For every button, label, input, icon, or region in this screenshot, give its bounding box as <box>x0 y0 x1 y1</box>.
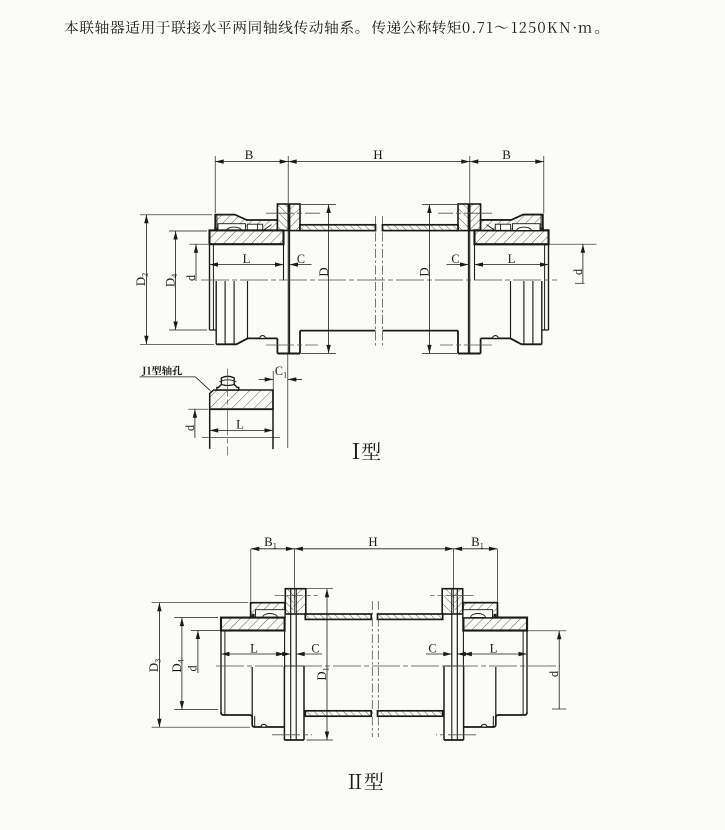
svg-text:d: d <box>547 671 561 677</box>
svg-text:d: d <box>184 275 198 281</box>
svg-text:D: D <box>418 267 432 276</box>
svg-text:D: D <box>317 267 331 276</box>
svg-text:L: L <box>490 641 498 655</box>
svg-text:L: L <box>508 252 516 266</box>
svg-text:L: L <box>243 252 251 266</box>
svg-text:C: C <box>428 641 436 655</box>
svg-text:C: C <box>311 641 319 655</box>
svg-text:L: L <box>236 418 244 432</box>
svg-text:H: H <box>373 148 382 162</box>
svg-text:d: d <box>186 665 200 671</box>
svg-text:B: B <box>245 148 254 162</box>
svg-text:d: d <box>183 425 197 431</box>
svg-text:L: L <box>250 641 258 655</box>
svg-text:C: C <box>297 252 305 266</box>
svg-text:H: H <box>368 535 377 549</box>
svg-text:C: C <box>451 252 459 266</box>
svg-text:B: B <box>502 148 511 162</box>
svg-text:d: d <box>571 269 585 275</box>
